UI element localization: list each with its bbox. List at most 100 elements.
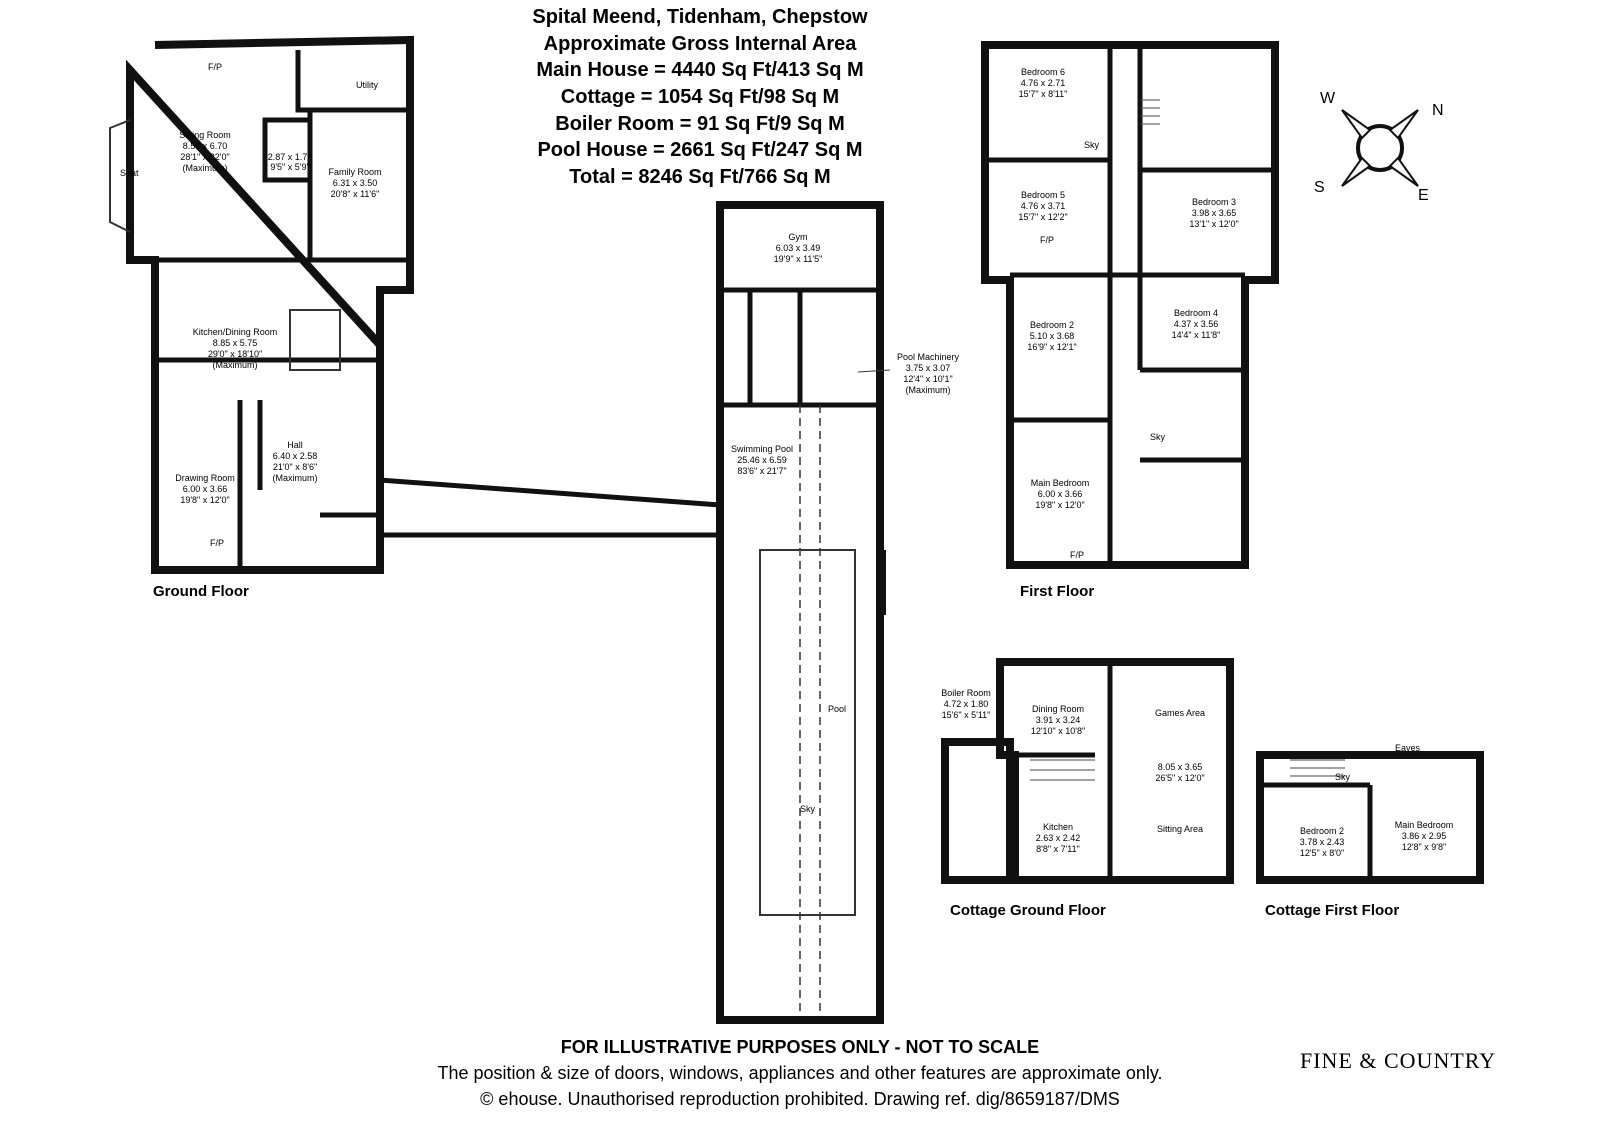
svg-text:Kitchen: Kitchen — [1043, 822, 1073, 832]
svg-text:4.72 x 1.80: 4.72 x 1.80 — [944, 699, 989, 709]
svg-text:12'10" x 10'8": 12'10" x 10'8" — [1031, 726, 1085, 736]
pool-sky-dashes — [799, 405, 821, 1015]
svg-text:6.00 x 3.66: 6.00 x 3.66 — [183, 484, 228, 494]
compass-n: N — [1432, 102, 1444, 119]
svg-text:Bedroom 6: Bedroom 6 — [1021, 67, 1065, 77]
svg-text:(Maximum): (Maximum) — [213, 360, 258, 370]
svg-text:Hall: Hall — [287, 440, 303, 450]
svg-text:(Maximum): (Maximum) — [906, 385, 951, 395]
svg-text:19'9" x 11'5": 19'9" x 11'5" — [774, 254, 823, 264]
svg-text:4.76 x 3.71: 4.76 x 3.71 — [1021, 201, 1066, 211]
drawing-room-label: Drawing Room 6.00 x 3.66 19'8" x 12'0" — [175, 473, 235, 505]
bedroom-5-label: Bedroom 5 4.76 x 3.71 15'7" x 12'2" — [1018, 190, 1067, 222]
svg-text:Dining Room: Dining Room — [1032, 704, 1084, 714]
svg-text:6.03 x 3.49: 6.03 x 3.49 — [776, 243, 821, 253]
svg-text:Bedroom 2: Bedroom 2 — [1300, 826, 1344, 836]
disclaimer: FOR ILLUSTRATIVE PURPOSES ONLY - NOT TO … — [560, 1037, 1040, 1057]
first-floor-label: First Floor — [1020, 583, 1094, 600]
seat-label: Seat — [120, 168, 139, 178]
cottage-first-floor-label: Cottage First Floor — [1265, 902, 1399, 919]
svg-text:21'0" x 8'6": 21'0" x 8'6" — [273, 462, 317, 472]
copyright: © ehouse. Unauthorised reproduction proh… — [480, 1089, 1120, 1109]
pool-machinery-label: Pool Machinery 3.75 x 3.07 12'4" x 10'1"… — [897, 352, 960, 395]
store-label: 2.87 x 1.76 9'5" x 5'9" — [268, 152, 313, 172]
cottage-ground-walls — [996, 658, 1234, 884]
svg-text:Boiler Room: Boiler Room — [941, 688, 991, 698]
area-cottage: Cottage = 1054 Sq Ft/98 Sq M — [560, 86, 840, 108]
boiler-room-walls — [941, 738, 1014, 884]
svg-text:28'1" x 22'0": 28'1" x 22'0" — [180, 152, 229, 162]
ground-floor-walls — [126, 35, 414, 574]
bay-window — [109, 119, 131, 233]
pool-house-inner-walls — [720, 287, 880, 408]
svg-text:Bedroom 3: Bedroom 3 — [1192, 197, 1236, 207]
note: The position & size of doors, windows, a… — [437, 1063, 1163, 1083]
machinery-arrow — [857, 369, 891, 373]
svg-text:15'7" x 12'2": 15'7" x 12'2" — [1018, 212, 1067, 222]
cottage-ground-inner-walls — [1015, 662, 1113, 880]
cottage-kitchen-label: Kitchen 2.63 x 2.42 8'8" x 7'11" — [1036, 822, 1081, 854]
svg-text:26'5" x 12'0": 26'5" x 12'0" — [1155, 773, 1204, 783]
svg-text:3.91 x 3.24: 3.91 x 3.24 — [1036, 715, 1081, 725]
svg-text:Gym: Gym — [789, 232, 808, 242]
first-floor-inner-walls — [985, 45, 1275, 565]
svg-text:20'8" x 11'6": 20'8" x 11'6" — [331, 189, 380, 199]
svg-text:9'5" x 5'9": 9'5" x 5'9" — [270, 162, 309, 172]
svg-text:Drawing Room: Drawing Room — [175, 473, 235, 483]
utility-label: Utility — [356, 80, 378, 90]
svg-text:3.98 x 3.65: 3.98 x 3.65 — [1192, 208, 1237, 218]
compass-w: W — [1320, 90, 1336, 107]
cottage-main-bedroom-label: Main Bedroom 3.86 x 2.95 12'8" x 9'8" — [1395, 820, 1454, 852]
compass-s: S — [1314, 179, 1325, 196]
cottage-ground-floor-label: Cottage Ground Floor — [950, 902, 1106, 919]
kitchen-island — [289, 309, 341, 371]
svg-text:83'6" x 21'7": 83'6" x 21'7" — [737, 466, 786, 476]
svg-text:Sitting Room: Sitting Room — [179, 130, 231, 140]
svg-text:4.37 x 3.56: 4.37 x 3.56 — [1174, 319, 1219, 329]
area-total: Total = 8246 Sq Ft/766 Sq M — [569, 166, 831, 188]
svg-text:(Maximum): (Maximum) — [273, 473, 318, 483]
svg-text:Main Bedroom: Main Bedroom — [1031, 478, 1090, 488]
svg-text:3.86 x 2.95: 3.86 x 2.95 — [1402, 831, 1447, 841]
svg-text:13'1" x 12'0": 13'1" x 12'0" — [1189, 219, 1238, 229]
cottage-bedroom-2-label: Bedroom 2 3.78 x 2.43 12'5" x 8'0" — [1300, 826, 1345, 858]
svg-text:Pool Machinery: Pool Machinery — [897, 352, 960, 362]
pool-sky-label: Sky — [800, 804, 816, 814]
compass-rose — [1341, 109, 1419, 187]
svg-text:8.56 x 6.70: 8.56 x 6.70 — [183, 141, 228, 151]
svg-text:Bedroom 4: Bedroom 4 — [1174, 308, 1218, 318]
svg-text:(Maximum): (Maximum) — [183, 163, 228, 173]
svg-text:Kitchen/Dining Room: Kitchen/Dining Room — [193, 327, 278, 337]
svg-text:19'8" x 12'0": 19'8" x 12'0" — [180, 495, 229, 505]
svg-text:Swimming Pool: Swimming Pool — [731, 444, 793, 454]
svg-text:8.05 x 3.65: 8.05 x 3.65 — [1158, 762, 1203, 772]
svg-text:25.46 x 6.59: 25.46 x 6.59 — [737, 455, 787, 465]
svg-text:8.85 x 5.75: 8.85 x 5.75 — [213, 338, 258, 348]
svg-text:6.00 x 3.66: 6.00 x 3.66 — [1038, 489, 1083, 499]
hall-label: Hall 6.40 x 2.58 21'0" x 8'6" (Maximum) — [273, 440, 318, 483]
pool-label: Pool — [828, 704, 846, 714]
svg-text:12'5" x 8'0": 12'5" x 8'0" — [1300, 848, 1344, 858]
pool-house-walls — [716, 201, 884, 1024]
svg-text:2.63 x 2.42: 2.63 x 2.42 — [1036, 833, 1081, 843]
area-main-house: Main House = 4440 Sq Ft/413 Sq M — [536, 59, 864, 81]
boiler-room-label: Boiler Room 4.72 x 1.80 15'6" x 5'11" — [941, 688, 991, 720]
ground-floor-inner-walls — [155, 50, 410, 570]
svg-text:14'4" x 11'8": 14'4" x 11'8" — [1172, 330, 1221, 340]
svg-text:29'0" x 18'10": 29'0" x 18'10" — [208, 349, 262, 359]
svg-text:6.31 x 3.50: 6.31 x 3.50 — [333, 178, 378, 188]
svg-text:12'4" x 10'1": 12'4" x 10'1" — [903, 374, 952, 384]
fp-first-1: F/P — [1040, 235, 1054, 245]
pool-window-strip — [876, 550, 886, 615]
bedroom-6-label: Bedroom 6 4.76 x 2.71 15'7" x 8'11" — [1019, 67, 1068, 99]
header-subtitle: Approximate Gross Internal Area — [543, 33, 857, 55]
fine-country-logo: FINE & COUNTRY — [1300, 1048, 1497, 1073]
area-pool-house: Pool House = 2661 Sq Ft/247 Sq M — [537, 139, 863, 161]
fp-first-2: F/P — [1070, 550, 1084, 560]
svg-text:Family Room: Family Room — [328, 167, 381, 177]
cottage-dining-label: Dining Room 3.91 x 3.24 12'10" x 10'8" — [1031, 704, 1085, 736]
fp-bottom: F/P — [210, 538, 224, 548]
eaves-label: Eaves — [1395, 743, 1421, 753]
sitting-area-label: Sitting Area — [1157, 824, 1203, 834]
kitchen-dining-label: Kitchen/Dining Room 8.85 x 5.75 29'0" x … — [193, 327, 278, 370]
